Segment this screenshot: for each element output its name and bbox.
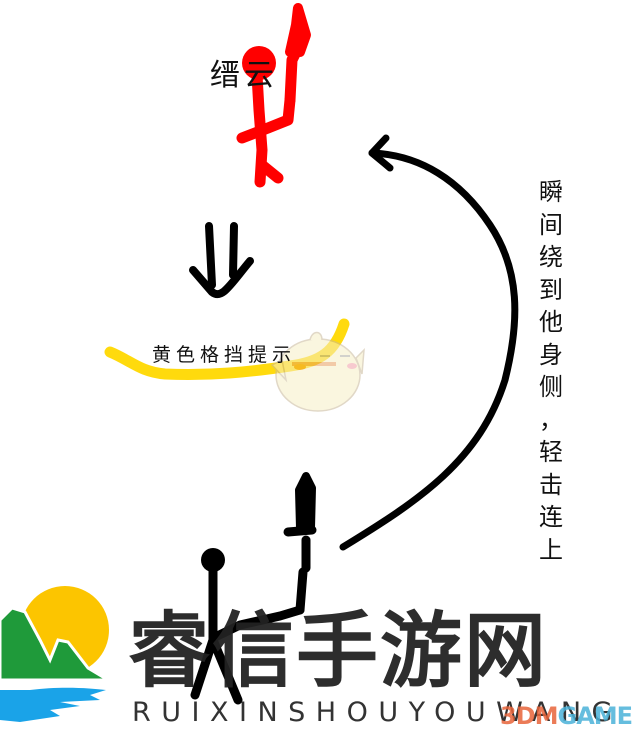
3dm-badge: 3DMGAME xyxy=(500,702,634,730)
side-instruction-text: 瞬 间 绕 到 他 身 侧 ， 轻 击 连 上 xyxy=(536,176,566,566)
watermark-subtitle: RUIXINSHOUYOUWANG xyxy=(132,697,623,728)
site-logo-icon xyxy=(0,586,114,722)
side-char: 绕 xyxy=(539,243,563,271)
player-stick-figure-icon xyxy=(190,472,317,705)
side-char: ， xyxy=(539,405,563,434)
down-arrow-icon xyxy=(189,222,254,298)
side-char: 轻 xyxy=(539,438,563,466)
parry-hint-label: 黄色格挡提示 xyxy=(152,344,297,366)
side-char: 身 xyxy=(539,340,563,369)
enemy-stick-figure-icon xyxy=(236,3,311,188)
mascot-watermark-icon xyxy=(270,331,365,412)
side-char: 他 xyxy=(539,308,563,336)
side-char: 击 xyxy=(539,470,563,499)
side-char: 连 xyxy=(539,503,563,531)
side-char: 间 xyxy=(539,210,563,239)
side-char: 到 xyxy=(539,275,563,304)
enemy-name-label: 缙云 xyxy=(210,58,278,93)
side-char: 侧 xyxy=(539,373,563,401)
3dm-badge-part2: GAME xyxy=(557,702,634,730)
3dm-badge-part1: 3DM xyxy=(500,702,559,730)
side-char: 瞬 xyxy=(539,178,563,206)
watermark-title: 睿信手游网 xyxy=(128,603,549,699)
curved-arrow-icon xyxy=(339,134,519,551)
side-char: 上 xyxy=(539,535,563,564)
